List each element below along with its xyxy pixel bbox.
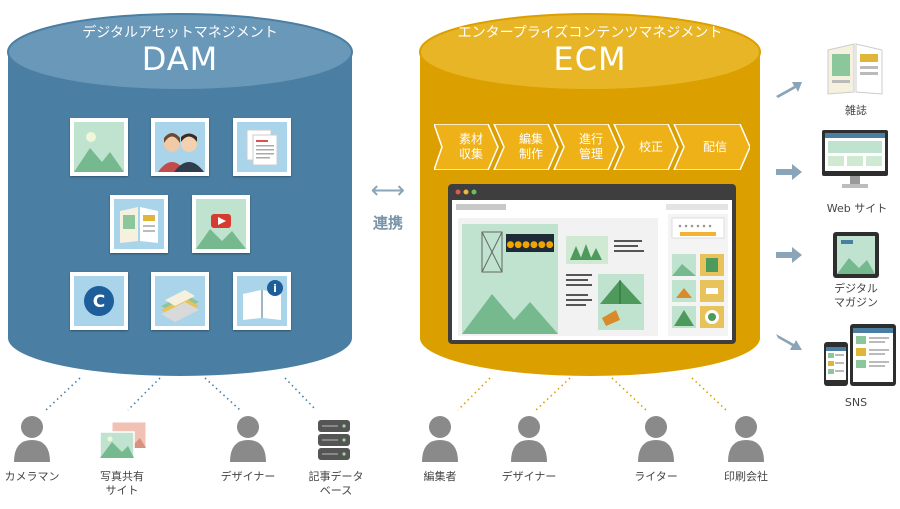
dam-user-cameraman: カメラマン [4, 470, 60, 483]
ecm-subtitle: エンタープライズコンテンツマネジメント [457, 25, 723, 41]
editor-person-icon [422, 416, 458, 462]
landscape-image-icon [74, 122, 124, 172]
info-book-tile: i [233, 272, 291, 330]
info-book-icon: i [237, 276, 287, 326]
svg-text:C: C [93, 292, 105, 312]
documents-icon [237, 122, 287, 172]
ecm-user-writer: ライター [634, 470, 678, 483]
books-tile [151, 272, 209, 330]
magazine-output-icon [827, 43, 883, 95]
arrow-to-sns-icon [776, 334, 802, 350]
output-label-sns: SNS [844, 396, 868, 409]
svg-text:i: i [273, 282, 277, 295]
svg-text:●●●●●●: ●●●●●● [506, 240, 553, 250]
link-arrow-icon: ⟷ [370, 176, 406, 204]
link-label: 連携 [372, 214, 403, 232]
step-edit: 編集 制作 [518, 132, 543, 161]
cameraman-person-icon [14, 416, 50, 462]
dam-user-designer: デザイナー [220, 470, 276, 483]
web-monitor-icon [822, 130, 888, 188]
printer-person-icon [728, 416, 764, 462]
dam-user-photo-site: 写真共有 サイト [100, 470, 144, 497]
sns-devices-icon [824, 324, 896, 386]
tablet-icon [833, 232, 879, 278]
ecm-title: ECM [553, 40, 627, 78]
document-tile [233, 118, 291, 176]
dam-subtitle: デジタルアセットマネジメント [82, 25, 278, 41]
video-tile [192, 195, 250, 253]
video-play-icon [196, 199, 246, 249]
step-progress: 進行 管理 [578, 132, 603, 161]
dam-title: DAM [141, 40, 219, 78]
arrow-to-web-icon [776, 164, 802, 180]
magazine-icon [114, 199, 164, 249]
books-stack-icon [155, 276, 205, 326]
connector-lines [45, 377, 727, 411]
output-label-magazine: 雑誌 [845, 104, 867, 117]
copyright-tile: C [70, 272, 128, 330]
writer-person-icon [638, 416, 674, 462]
people-photo-icon [155, 122, 205, 172]
portrait-photo-tile [151, 118, 209, 176]
database-icon [318, 420, 350, 460]
workflow-chevrons [434, 124, 750, 170]
ecm-user-designer: デザイナー [501, 470, 557, 483]
editor-window-mock: ●●●●●● [448, 184, 736, 344]
ecm-user-editor: 編集者 [423, 470, 457, 483]
ecm-user-printer: 印刷会社 [724, 470, 768, 483]
ecm-designer-person-icon [511, 416, 547, 462]
output-label-web: Web サイト [826, 202, 888, 215]
step-collect: 素材 収集 [458, 132, 483, 161]
photo-sharing-icon [99, 422, 147, 459]
designer-person-icon [230, 416, 266, 462]
dam-user-article-db: 記事データ ベース [308, 470, 364, 497]
landscape-photo-tile [70, 118, 128, 176]
copyright-icon: C [74, 276, 124, 326]
step-distribute: 配信 [702, 140, 727, 154]
arrow-to-digital-magazine-icon [776, 247, 802, 263]
step-proof: 校正 [638, 140, 663, 154]
arrow-to-magazine-icon [776, 82, 802, 98]
magazine-tile [110, 195, 168, 253]
output-label-digital-magazine: デジタル マガジン [834, 282, 878, 309]
